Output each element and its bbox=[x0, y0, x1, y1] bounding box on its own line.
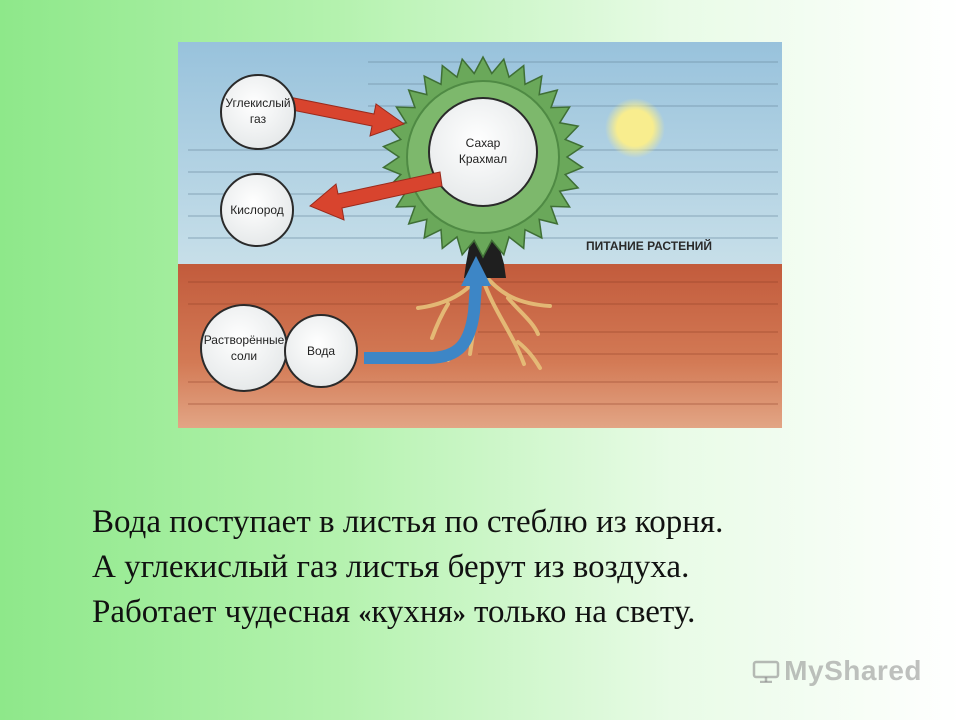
co2-label-line1: Углекислый bbox=[225, 96, 290, 110]
water-label: Вода bbox=[307, 344, 335, 358]
caption-line-2: А углекислый газ листья берут из воздуха… bbox=[92, 549, 690, 585]
watermark-brand: MyShared bbox=[784, 655, 922, 686]
plant-nutrition-diagram: Сахар Крахмал Углекислый газ Кислород Ра… bbox=[178, 42, 782, 428]
oxygen-circle bbox=[220, 173, 294, 247]
open-quote: « bbox=[358, 599, 372, 628]
oxygen-arrow bbox=[309, 171, 443, 221]
co2-label-line2: газ bbox=[250, 112, 267, 126]
water-arrow-head bbox=[461, 256, 491, 286]
caption-line-3-start: Работает чудесная bbox=[92, 594, 359, 630]
oxygen-label: Кислород bbox=[230, 203, 284, 217]
sugar-label: Сахар bbox=[466, 136, 501, 150]
caption: Вода поступает в листья по стеблю из кор… bbox=[92, 500, 932, 636]
projector-icon bbox=[752, 660, 780, 683]
kitchen-word: кухня bbox=[371, 594, 453, 630]
salts-circle bbox=[200, 304, 288, 392]
starch-label: Крахмал bbox=[459, 152, 507, 166]
diagram-canvas: Сахар Крахмал Углекислый газ Кислород Ра… bbox=[178, 42, 782, 428]
sun-icon bbox=[605, 98, 665, 158]
salts-label-line1: Растворённые bbox=[204, 333, 285, 347]
caption-line-1: Вода поступает в листья по стеблю из кор… bbox=[92, 504, 724, 540]
sugar-starch-circle bbox=[428, 97, 538, 207]
water-flow-arrow bbox=[364, 283, 482, 364]
close-quote: » bbox=[452, 599, 466, 628]
diagram-title: ПИТАНИЕ РАСТЕНИЙ bbox=[586, 238, 712, 253]
caption-line-3: Работает чудесная «кухня» только на свет… bbox=[92, 590, 932, 636]
water-circle bbox=[284, 314, 358, 388]
watermark: MyShared bbox=[752, 655, 922, 687]
co2-circle bbox=[220, 74, 296, 150]
caption-line-3-end: только на свету. bbox=[465, 594, 696, 630]
salts-label-line2: соли bbox=[231, 349, 257, 363]
